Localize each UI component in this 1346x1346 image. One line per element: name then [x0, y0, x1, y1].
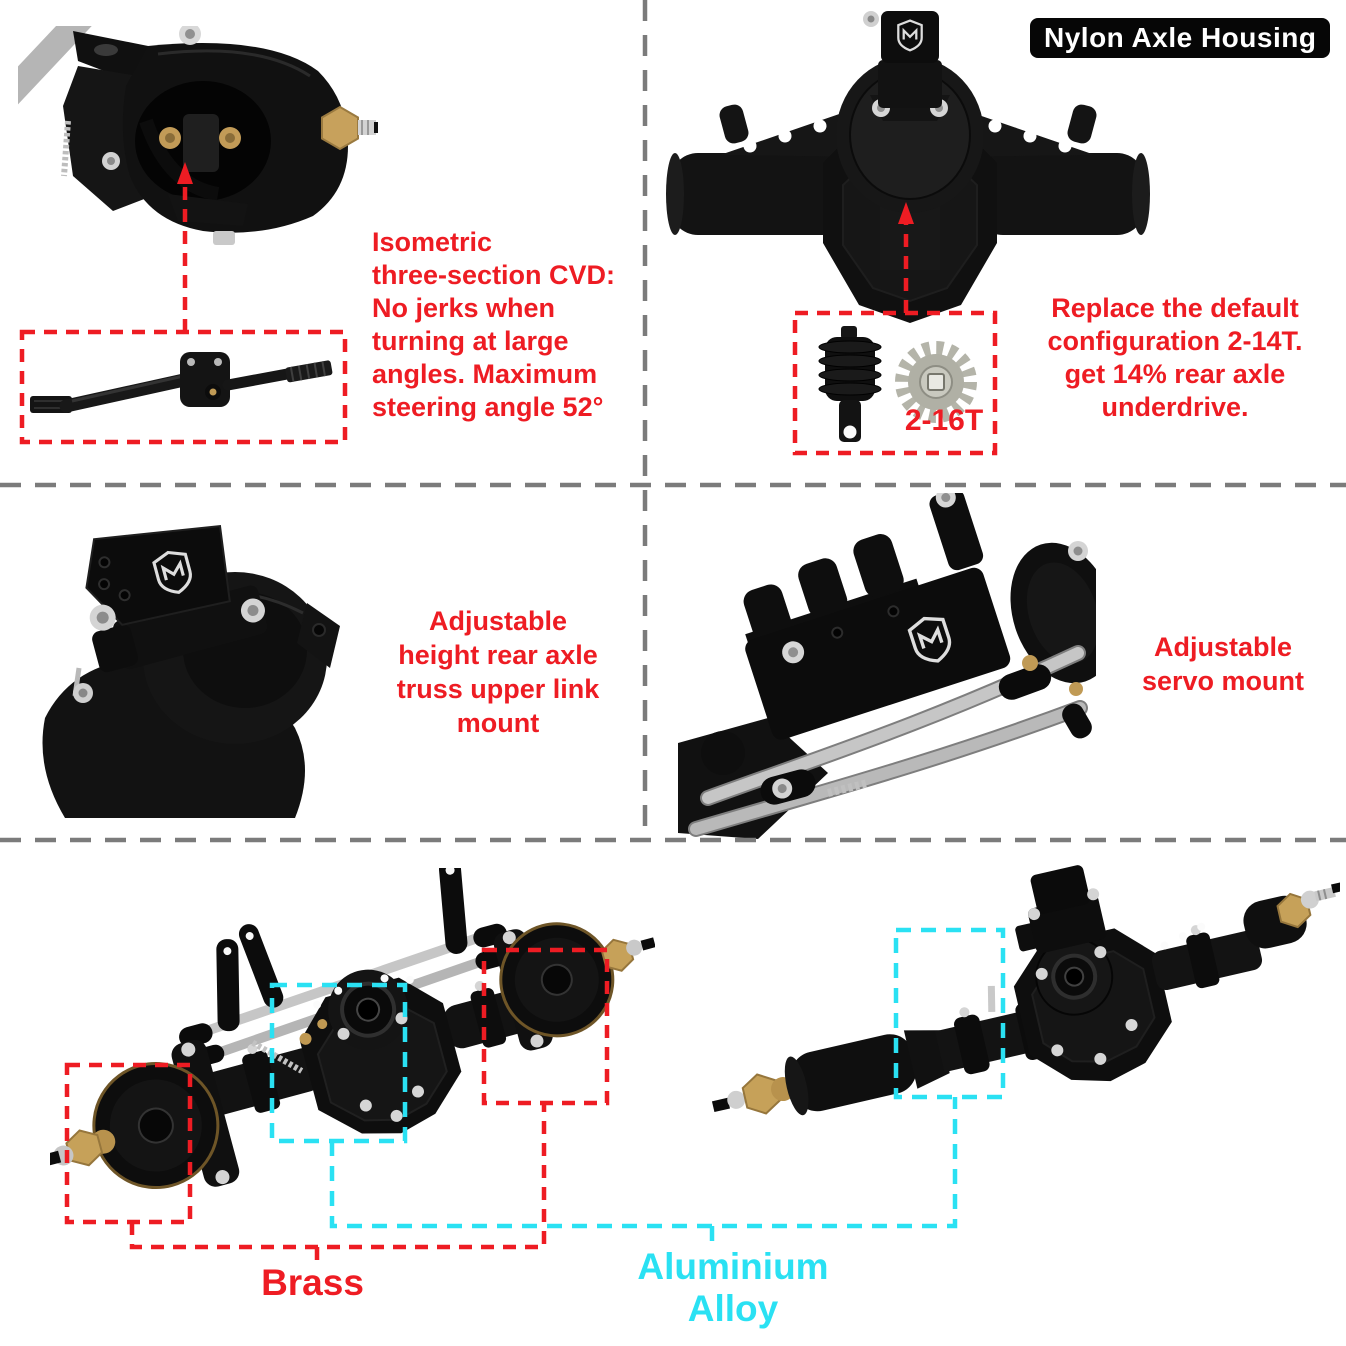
nylon-axle-housing-badge: Nylon Axle Housing	[1030, 18, 1331, 58]
brass-label: Brass	[261, 1262, 364, 1303]
brand-shield-icon	[152, 550, 192, 594]
aluminium-alloy-label: Aluminium Alloy	[637, 1246, 829, 1329]
servo-note-text: Adjustable servo mount	[1141, 632, 1305, 696]
truss-note-text: Adjustable height rear axle truss upper …	[396, 606, 600, 738]
rear-axle-photo	[711, 865, 1340, 1116]
brand-shield-icon	[897, 19, 923, 52]
worm-gear-icon	[818, 326, 882, 442]
knuckle-cvd-photo	[18, 26, 378, 245]
cvd-driveshaft-photo	[30, 352, 333, 413]
brand-shield-icon	[907, 616, 952, 663]
servo-mount-photo	[678, 493, 1096, 839]
underdrive-note-text: Replace the default configuration 2-14T.…	[1047, 293, 1303, 422]
cvd-note-text: Isometric three-section CVD: No jerks wh…	[372, 227, 616, 422]
truss-mount-photo	[42, 525, 340, 818]
axle-housing-photo	[666, 11, 1150, 323]
gear-ratio-label: 2-16T	[904, 404, 984, 437]
front-axle-photo	[50, 868, 655, 1190]
